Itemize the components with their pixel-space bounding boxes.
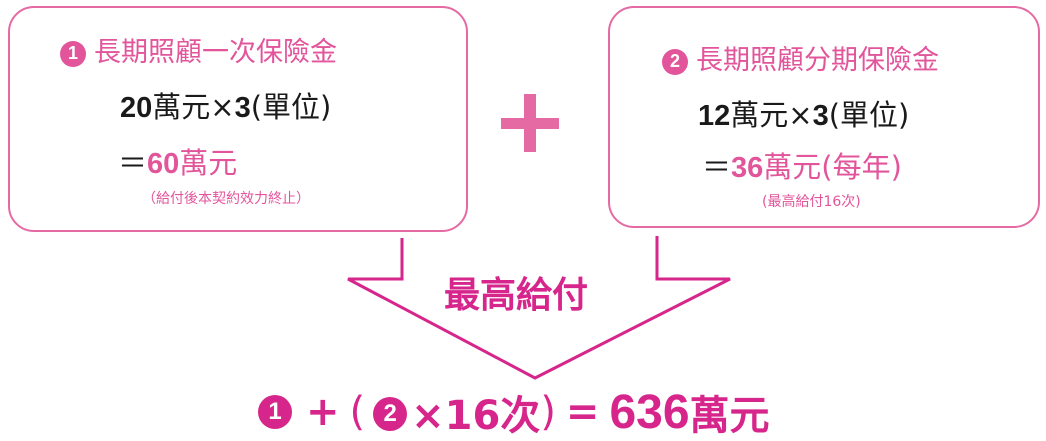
installment-benefit-box: 2 長期照顧分期保險金 12萬元×3(單位) ＝36萬元(每年) (最高給付16次…: [608, 6, 1040, 228]
installment-title-text: 長期照顧分期保險金: [696, 45, 939, 76]
installment-units-label: (單位): [828, 98, 910, 132]
installment-total: 36: [731, 152, 764, 184]
installment-total-unit: 萬元(每年): [763, 150, 902, 184]
installment-units-count: 3: [812, 100, 829, 132]
formula-close-paren: ): [540, 389, 556, 435]
total-formula: 1 + ( 2 ×16次 ) = 636 萬元: [258, 383, 770, 441]
installment-title: 2 長期照顧分期保險金: [662, 38, 939, 77]
lump-sum-equals: ＝: [118, 146, 148, 180]
installment-note: (最高給付16次): [762, 194, 861, 210]
lump-sum-benefit-box: 1 長期照顧一次保險金 20萬元×3(單位) ＝60萬元 （給付後本契約效力終止）: [8, 6, 468, 232]
formula-total: 636: [609, 385, 690, 439]
installment-equals: ＝: [702, 150, 732, 184]
down-arrow-icon: [347, 236, 731, 380]
lump-sum-units-label: (單位): [250, 90, 332, 124]
lump-sum-calculation: 20萬元×3(單位): [120, 84, 331, 126]
formula-plus: +: [306, 389, 340, 435]
lump-sum-total: 60: [147, 148, 180, 180]
number-badge-1: 1: [60, 40, 86, 67]
installment-calculation: 12萬元×3(單位): [698, 92, 909, 134]
lump-sum-total-unit: 萬元: [179, 146, 238, 180]
lump-sum-amount: 20: [120, 92, 153, 124]
formula-times: ×16次: [411, 393, 541, 439]
plus-icon: [501, 94, 559, 152]
installment-amount: 12: [698, 100, 731, 132]
lump-sum-note: （給付後本契約效力終止）: [142, 191, 310, 207]
lump-sum-units-count: 3: [234, 92, 251, 124]
formula-badge-1: 1: [258, 395, 292, 429]
lump-sum-unit: 萬元×: [152, 90, 235, 124]
installment-unit: 萬元×: [730, 98, 813, 132]
max-payout-label: 最高給付: [444, 275, 589, 316]
formula-badge-2: 2: [373, 397, 408, 431]
lump-sum-title-text: 長期照顧一次保險金: [94, 37, 337, 68]
formula-unit: 萬元: [689, 393, 770, 439]
lump-sum-title: 1 長期照顧一次保險金: [60, 30, 337, 69]
installment-result: ＝36萬元(每年): [702, 144, 902, 186]
formula-open-paren: (: [349, 389, 366, 435]
plus-vertical-bar: [524, 94, 536, 152]
number-badge-2: 2: [662, 48, 688, 75]
lump-sum-result: ＝60萬元: [118, 140, 237, 182]
arrow-outline: [347, 236, 731, 380]
formula-equals: =: [565, 389, 600, 435]
